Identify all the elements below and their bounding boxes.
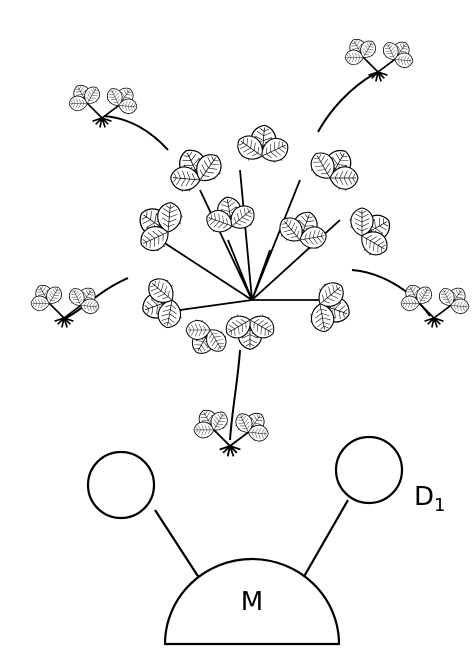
- daughter-circle-left: [88, 452, 154, 518]
- mother-plant-illustration: [123, 123, 404, 366]
- daughter-label-subscript: 1: [434, 495, 445, 516]
- daughter-plantlets: [22, 30, 474, 456]
- runner-line-right: [298, 500, 348, 587]
- daughter-label-letter: D: [414, 482, 434, 512]
- daughter-label: D1: [414, 482, 445, 516]
- daughter-circle-right: [336, 437, 402, 503]
- mother-label: M: [241, 587, 263, 617]
- runner-line-left: [155, 510, 205, 587]
